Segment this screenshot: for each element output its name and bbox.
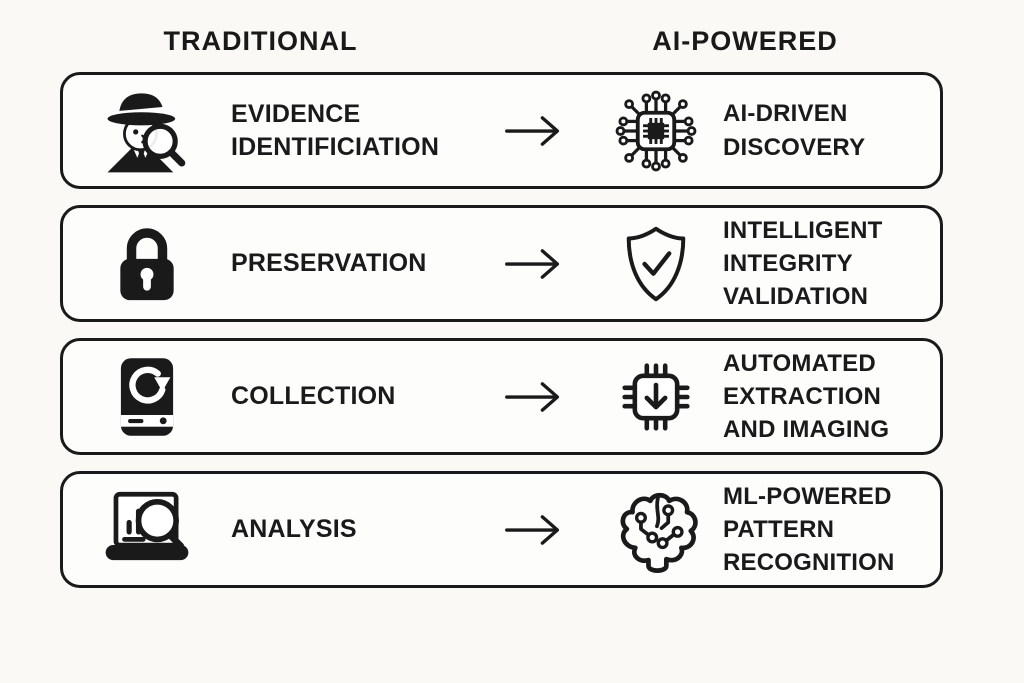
chip-download-icon	[622, 362, 690, 431]
ai-step-label: ML-POWERED PATTERN RECOGNITION	[723, 482, 895, 577]
row-analysis: ANALYSIS	[60, 471, 943, 588]
traditional-icon-cell	[63, 352, 231, 442]
ai-label-cell: INTELLIGENT INTEGRITY VALIDATION	[723, 214, 940, 313]
ai-powered-column-header: AI-POWERED	[652, 26, 838, 56]
arrow-cell	[477, 507, 589, 553]
traditional-column-header: TRADITIONAL	[163, 26, 358, 56]
traditional-label-cell: ANALYSIS	[231, 513, 477, 546]
traditional-step-label: EVIDENCE IDENTIFICIATION	[231, 99, 440, 161]
traditional-step-label: PRESERVATION	[231, 249, 427, 277]
row-evidence-identification: EVIDENCE IDENTIFICIATION	[60, 72, 943, 189]
traditional-step-label: ANALYSIS	[231, 515, 357, 543]
row-collection: COLLECTION	[60, 338, 943, 455]
arrow-right-icon	[505, 381, 560, 412]
traditional-label-cell: COLLECTION	[231, 380, 477, 413]
brain-circuit-icon	[620, 492, 698, 573]
ai-icon-cell	[589, 483, 723, 577]
ai-label-cell: AUTOMATED EXTRACTION AND IMAGING	[723, 347, 940, 446]
traditional-label-cell: PRESERVATION	[231, 247, 477, 280]
traditional-label-cell: EVIDENCE IDENTIFICIATION	[231, 98, 477, 164]
arrow-right-icon	[505, 115, 560, 146]
padlock-icon	[120, 227, 174, 300]
arrow-right-icon	[505, 248, 560, 279]
traditional-icon-cell	[63, 84, 231, 178]
arrow-cell	[477, 374, 589, 420]
row-preservation: PRESERVATION INTELLIGENT INTEGRITY VALID…	[60, 205, 943, 322]
traditional-icon-cell	[63, 483, 231, 577]
arrow-cell	[477, 108, 589, 154]
ai-icon-cell	[589, 220, 723, 308]
ai-chip-circuit-icon	[615, 90, 697, 171]
ai-label-cell: AI-DRIVEN DISCOVERY	[723, 97, 940, 163]
ai-label-cell: ML-POWERED PATTERN RECOGNITION	[723, 480, 940, 579]
laptop-search-icon	[105, 491, 189, 560]
comparison-rows: EVIDENCE IDENTIFICIATION	[60, 72, 943, 588]
detective-magnifier-icon	[107, 92, 186, 172]
arrow-right-icon	[505, 514, 560, 545]
traditional-step-label: COLLECTION	[231, 382, 396, 410]
shield-check-icon	[626, 226, 686, 301]
ai-step-label: AUTOMATED EXTRACTION AND IMAGING	[723, 349, 890, 444]
ai-step-label: INTELLIGENT INTEGRITY VALIDATION	[723, 216, 883, 311]
ai-icon-cell	[589, 351, 723, 443]
ai-step-label: AI-DRIVEN DISCOVERY	[723, 100, 866, 161]
hard-drive-refresh-icon	[120, 357, 174, 436]
arrow-cell	[477, 241, 589, 287]
ai-icon-cell	[589, 83, 723, 179]
traditional-icon-cell	[63, 221, 231, 307]
